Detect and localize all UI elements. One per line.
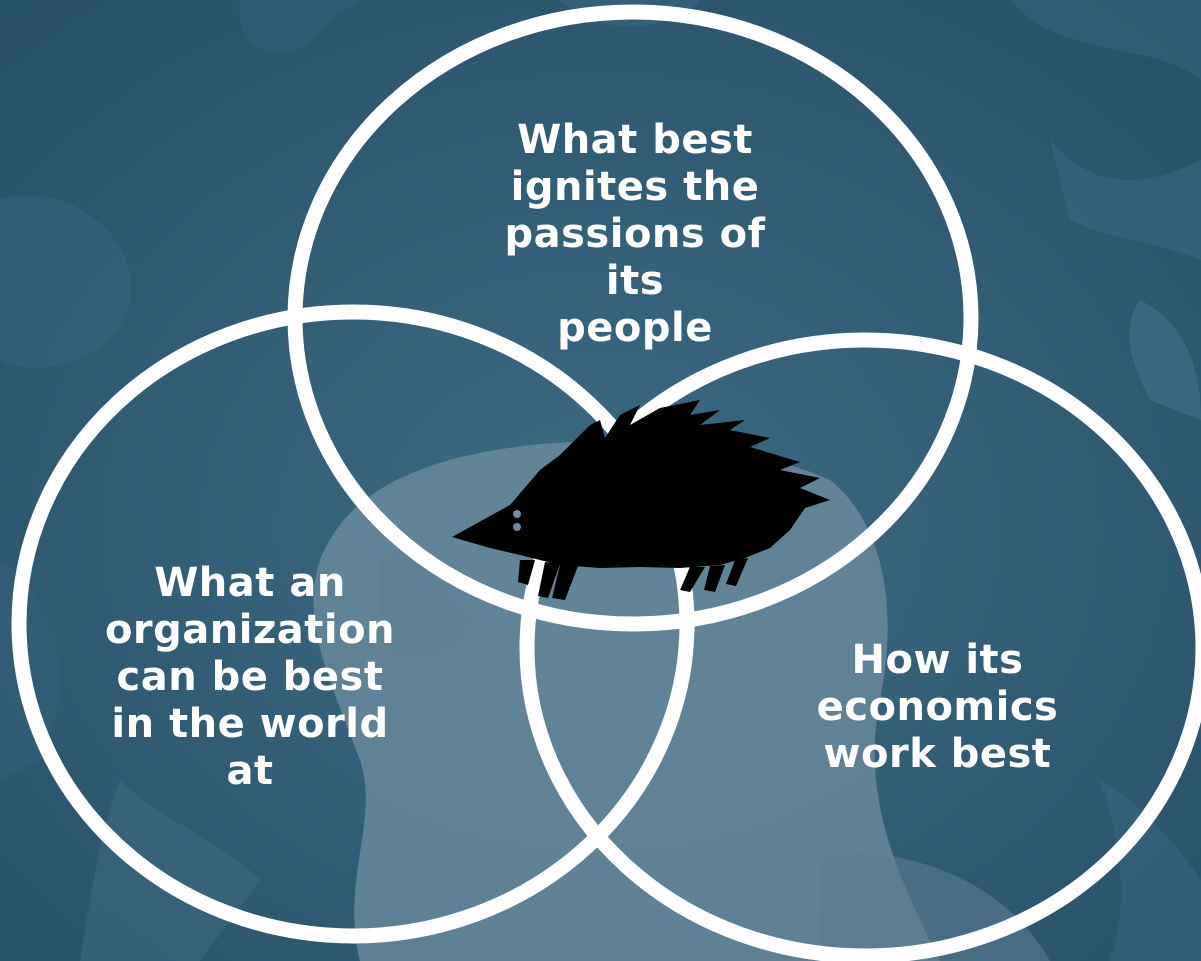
hedgehog-eye (513, 510, 521, 518)
circle-left (11, 304, 695, 944)
circle-left-label: What an organization can be best in the … (104, 560, 396, 794)
hedgehog-icon (452, 400, 830, 600)
circle-right-label: How its economics work best (816, 637, 1059, 777)
hedgehog-eye (513, 523, 521, 531)
circle-right (519, 332, 1201, 961)
circle-top-label: What best ignites the passions of its pe… (504, 117, 766, 351)
